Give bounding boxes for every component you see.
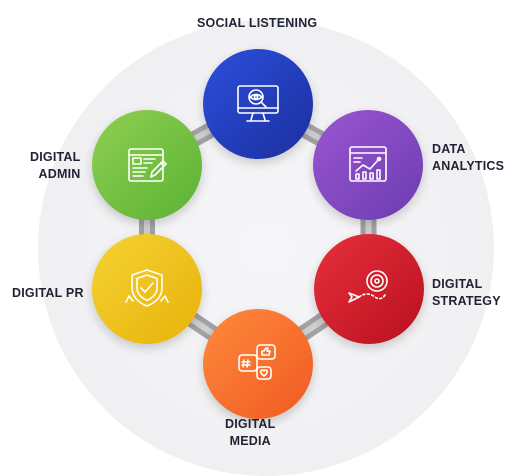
label-digital-pr: DIGITAL PR xyxy=(12,285,84,302)
node-data-analytics xyxy=(313,110,423,220)
label-line: DATA xyxy=(432,142,466,156)
label-social-listening: SOCIAL LISTENING xyxy=(197,15,317,32)
target-arrow-icon xyxy=(348,270,388,303)
shield-check-icon xyxy=(125,269,169,307)
node-social-listening xyxy=(203,49,313,159)
label-line: SOCIAL LISTENING xyxy=(197,16,318,30)
label-line: STRATEGY xyxy=(432,294,501,308)
label-line: ADMIN xyxy=(38,167,81,181)
label-line: DIGITAL PR xyxy=(12,286,84,300)
node-digital-admin xyxy=(92,110,202,220)
label-line: DIGITAL xyxy=(225,417,276,431)
edit-document-icon xyxy=(128,148,167,182)
label-line: ANALYTICS xyxy=(432,159,505,173)
label-line: DIGITAL xyxy=(432,277,483,291)
label-line: MEDIA xyxy=(229,434,271,448)
monitor-eye-icon xyxy=(237,85,279,122)
label-line: DIGITAL xyxy=(30,150,81,164)
label-digital-media: DIGITAL MEDIA xyxy=(225,416,275,450)
label-data-analytics: DATA ANALYTICS xyxy=(432,141,504,175)
label-digital-admin: DIGITAL ADMIN xyxy=(30,149,80,183)
node-digital-strategy xyxy=(314,234,424,344)
node-digital-pr xyxy=(92,234,202,344)
label-digital-strategy: DIGITAL STRATEGY xyxy=(432,276,501,310)
analytics-chart-icon xyxy=(349,146,387,182)
social-media-bubbles-icon xyxy=(238,344,276,380)
node-digital-media xyxy=(203,309,313,419)
